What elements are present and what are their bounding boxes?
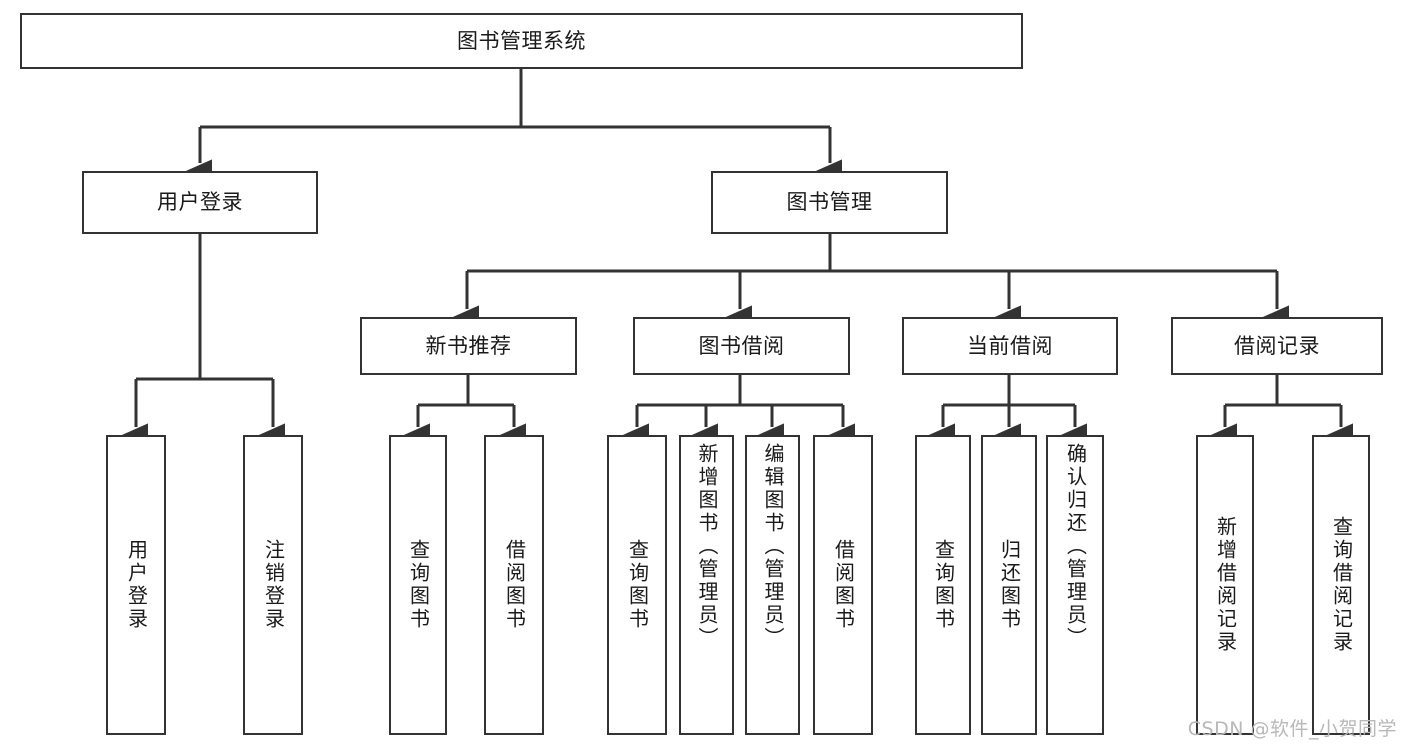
node-leaf-borrow-book[interactable]: 借阅图书: [813, 435, 873, 735]
node-leaf-edit-book-admin[interactable]: 编辑图书（管理员）: [745, 435, 800, 735]
node-current-borrow[interactable]: 当前借阅: [902, 317, 1118, 375]
node-leaf-query-book-rec-label: 查询图书: [406, 539, 431, 631]
node-leaf-user-login[interactable]: 用户登录: [106, 435, 166, 735]
node-leaf-query-book-current[interactable]: 查询图书: [915, 435, 971, 735]
node-borrow-record-label: 借阅记录: [1234, 333, 1320, 358]
node-leaf-user-login-label: 用户登录: [124, 539, 149, 631]
node-leaf-query-book-current-label: 查询图书: [931, 539, 956, 631]
node-book-borrow-label: 图书借阅: [698, 333, 785, 358]
node-leaf-borrow-book-rec[interactable]: 借阅图书: [484, 435, 544, 735]
node-leaf-confirm-return-admin[interactable]: 确认归还（管理员）: [1046, 435, 1104, 735]
node-user-login-label: 用户登录: [157, 190, 243, 215]
node-current-borrow-label: 当前借阅: [967, 333, 1053, 358]
node-leaf-logout[interactable]: 注销登录: [243, 435, 303, 735]
node-leaf-query-book-rec[interactable]: 查询图书: [389, 435, 447, 735]
node-new-book-recommend[interactable]: 新书推荐: [360, 317, 577, 375]
node-leaf-borrow-book-rec-label: 借阅图书: [502, 539, 527, 631]
node-leaf-edit-book-admin-label: 编辑图书（管理员）: [761, 443, 785, 650]
node-leaf-logout-label: 注销登录: [261, 539, 286, 631]
node-root-label: 图书管理系统: [457, 28, 586, 53]
node-book-manage-label: 图书管理: [786, 190, 873, 215]
node-leaf-query-book-borrow-label: 查询图书: [625, 539, 650, 631]
node-leaf-return-book[interactable]: 归还图书: [981, 435, 1037, 735]
node-leaf-add-book-admin[interactable]: 新增图书（管理员）: [679, 435, 734, 735]
node-borrow-record[interactable]: 借阅记录: [1171, 317, 1383, 375]
node-book-manage[interactable]: 图书管理: [711, 171, 948, 234]
node-book-borrow[interactable]: 图书借阅: [633, 317, 850, 375]
node-leaf-query-borrow-record[interactable]: 查询借阅记录: [1312, 435, 1370, 735]
node-leaf-query-borrow-record-label: 查询借阅记录: [1329, 516, 1354, 654]
node-leaf-query-book-borrow[interactable]: 查询图书: [607, 435, 667, 735]
node-new-book-recommend-label: 新书推荐: [425, 333, 512, 358]
node-leaf-return-book-label: 归还图书: [997, 539, 1022, 631]
node-leaf-confirm-return-admin-label: 确认归还（管理员）: [1063, 443, 1088, 650]
node-user-login[interactable]: 用户登录: [82, 171, 318, 234]
node-leaf-add-borrow-record-label: 新增借阅记录: [1213, 516, 1238, 654]
node-leaf-add-book-admin-label: 新增图书（管理员）: [695, 443, 719, 650]
node-leaf-borrow-book-label: 借阅图书: [831, 539, 856, 631]
node-leaf-add-borrow-record[interactable]: 新增借阅记录: [1196, 435, 1254, 735]
node-root[interactable]: 图书管理系统: [20, 13, 1023, 69]
